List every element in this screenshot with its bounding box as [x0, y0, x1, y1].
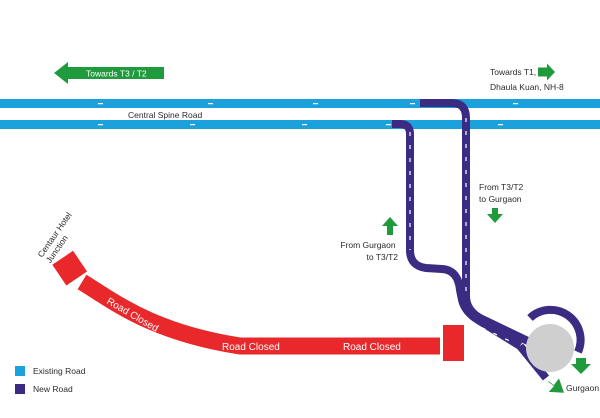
- road-closed-label-3: Road Closed: [343, 342, 401, 353]
- closed-road: [52, 250, 464, 361]
- from-t3-t2-label: From T3/T2 to Gurgaon: [479, 182, 526, 204]
- legend-existing-label: Existing Road: [33, 366, 86, 376]
- arrow-up-icon: [382, 217, 398, 235]
- legend-new-label: New Road: [33, 384, 73, 394]
- arrow-right-icon: [538, 63, 555, 81]
- towards-t3-t2-label: Towards T3 / T2: [86, 69, 147, 79]
- closed-road-curve: [77, 274, 440, 355]
- new-road-lane-markings: [409, 118, 517, 345]
- arrow-left-icon: [54, 62, 164, 84]
- from-gurgaon-label: From Gurgaon to T3/T2: [340, 240, 398, 262]
- legend: Existing Road New Road: [15, 366, 86, 394]
- lane-markings: [98, 103, 518, 126]
- arrow-down-icon: [487, 208, 503, 223]
- legend-new-swatch: [15, 384, 25, 394]
- roundabout: [526, 324, 574, 372]
- towards-t1-label: Towards T1, Dhaula Kuan, NH-8: [490, 67, 564, 92]
- roundabout-ring: [527, 305, 585, 354]
- existing-road-upper: [0, 99, 600, 108]
- new-road-right-branch: [420, 99, 532, 346]
- road-end-block: [443, 325, 464, 361]
- existing-road-lower: [0, 120, 600, 129]
- gurgaon-label: Gurgaon: [566, 383, 599, 393]
- central-spine-road-label: Central Spine Road: [128, 110, 202, 120]
- road-closed-label-2: Road Closed: [222, 342, 280, 353]
- gurgaon-entry-arrow-icon: [548, 378, 565, 393]
- roundabout-exit-arrow-icon: [571, 358, 591, 374]
- new-road-left-branch: [392, 120, 523, 350]
- legend-existing-swatch: [15, 366, 25, 376]
- centaur-junction-block: [52, 250, 88, 286]
